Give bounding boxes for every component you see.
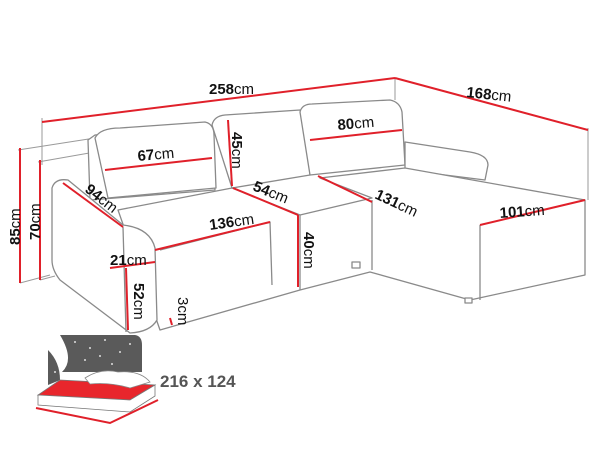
dim-line-21 [109,261,156,269]
label-21: 21cm [110,252,147,269]
label-54: 54cm [251,178,291,208]
label-101: 101cm [499,202,545,222]
label-40: 40cm [300,232,317,269]
label-45: 45cm [228,132,245,169]
sleeping-area-label: 216 x 124 [160,372,236,391]
label-70: 70cm [27,203,44,240]
dim-line-94 [62,182,124,228]
label-131: 131cm [372,186,420,220]
sofa-outline [51,99,586,334]
dim-line-45 [227,119,233,187]
dim-line-131 [317,175,373,203]
extension-lines [17,78,589,284]
dim-line-67 [104,157,213,171]
label-52: 52cm [130,283,147,320]
dim-line-3 [169,317,173,326]
label-3: 3cm [174,297,191,325]
dimension-lines [19,77,589,331]
label-85: 85cm [7,208,24,245]
label-80: 80cm [337,114,375,134]
dim-line-80 [309,129,403,141]
dim-line-136 [154,221,271,251]
dim-line-101 [479,199,586,226]
dimension-labels: 258cm 168cm 85cm 70cm 67cm 45cm 80cm 94c… [7,81,545,325]
bed-icon [35,335,159,425]
label-67: 67cm [137,145,175,165]
dim-line-54 [232,187,299,216]
label-136: 136cm [208,211,255,234]
label-258: 258cm [209,81,254,98]
label-168: 168cm [466,84,513,106]
dim-line-168 [394,77,589,131]
dim-line-258 [41,77,396,123]
dim-line-52 [125,267,129,331]
